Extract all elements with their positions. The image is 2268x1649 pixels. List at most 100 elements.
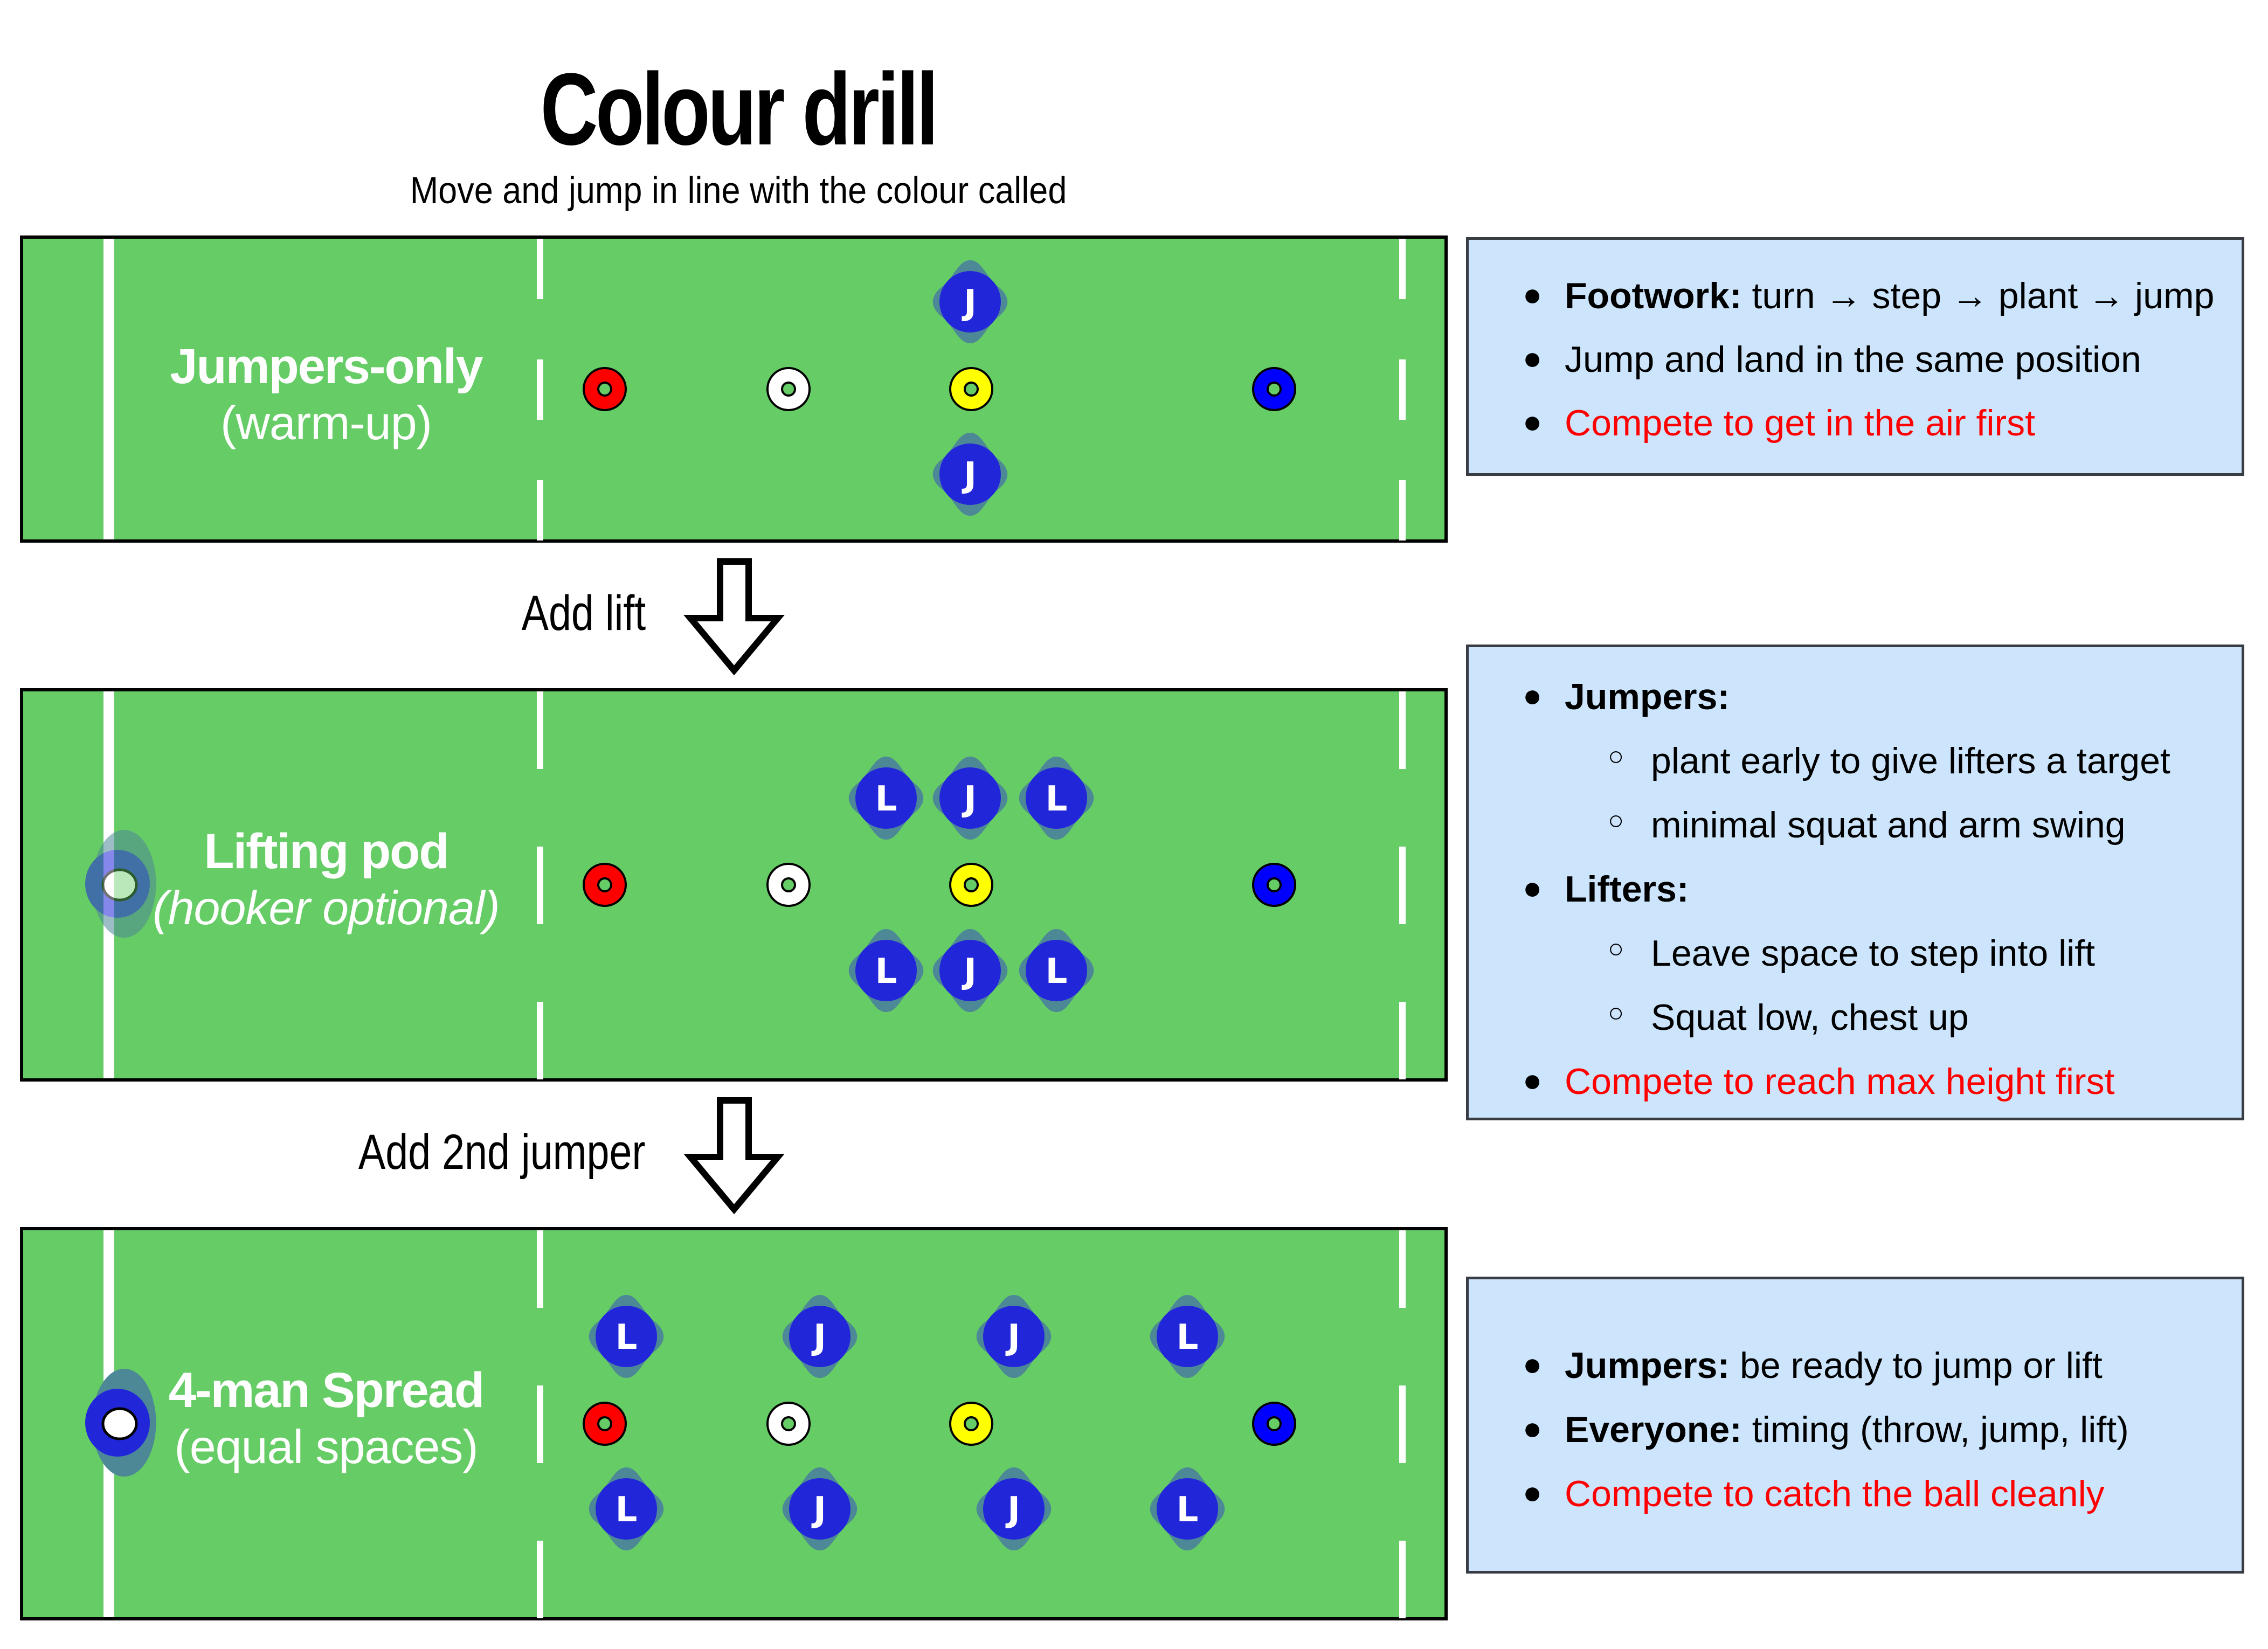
bullet-icon: ● [1523,340,1543,376]
white-cone [766,863,811,907]
stage-1-label: Jumpers-only (warm-up) [102,338,550,450]
try-line [103,239,114,539]
player-body [939,940,1001,1001]
jumper-player: J [782,1467,858,1550]
player-role-letter: L [616,1490,638,1530]
note-challenge-text: Compete to catch the ball cleanly [1565,1473,2105,1514]
optional-hooker [85,830,156,938]
bullet-icon: ● [1523,1346,1543,1382]
dash [1399,239,1406,299]
note-challenge-text: Compete to reach max height first [1565,1061,2115,1102]
lifter-player: L [848,757,924,840]
note-item: ●Jumpers: be ready to jump or lift [1523,1345,2242,1386]
bullet-icon: ● [1523,276,1543,313]
cone-hole [781,382,796,397]
fifteen-metre-line [1399,1230,1406,1618]
transition-2-text: Add 2nd jumper [358,1125,646,1180]
player-body [1157,1478,1218,1540]
player-body [1157,1306,1218,1367]
bullet-icon: ● [1523,1410,1543,1446]
note-text: Jump and land in the same position [1565,339,2141,380]
stage-1-notes: ●Footwork: turn → step → plant → jump●Ju… [1466,237,2244,476]
bullet-icon: ● [1523,1474,1543,1511]
stage-1-field: JJ [20,235,1448,543]
jumper-player: J [932,757,1008,840]
note-item: ● Compete to get in the air first [1523,403,2242,444]
blue-cone [1252,367,1296,411]
hollow-bullet-icon: ○ [1608,805,1624,835]
note-heading: Lifters: [1565,869,1689,910]
yellow-cone [949,1402,993,1446]
stage-3-notes: ●Jumpers: be ready to jump or lift●Every… [1466,1277,2244,1574]
blue-cone [1252,1402,1296,1446]
note-heading: Jumpers: [1565,1345,1730,1386]
note-item: ● Jump and land in the same position [1523,339,2242,380]
note-item: ●Footwork: turn → step → plant → jump [1523,275,2242,316]
player-body [983,1478,1045,1540]
note-challenge-text: Compete to get in the air first [1565,403,2036,444]
transition-1-label: Add lift [494,588,646,638]
stage-2-subtitle: (hooker optional) [153,881,500,934]
jumper-player: J [976,1467,1052,1550]
cone-hole [964,1416,979,1431]
player-role-letter: L [1046,779,1068,819]
hollow-bullet-icon: ○ [1608,997,1624,1028]
stage-1-notes-list: ●Footwork: turn → step → plant → jump●Ju… [1523,275,2242,444]
fifteen-metre-line [1399,691,1406,1079]
hooker [85,1369,156,1477]
dash [537,1385,543,1463]
note-text: plant early to give lifters a target [1651,740,2170,781]
stage-3-label: 4-man Spread (equal spaces) [102,1362,550,1474]
stage-1-subtitle: (warm-up) [220,396,432,449]
down-arrow-icon [683,558,785,676]
jumper-player: J [932,260,1008,343]
yellow-cone [949,367,993,411]
note-heading: Jumpers: [1565,676,1730,717]
lifter-player: L [589,1295,664,1378]
ball-icon [101,1407,138,1440]
player-role-letter: J [962,283,977,323]
player-role-letter: L [616,1318,638,1357]
note-item: ● Lifters: [1523,869,2242,910]
cone-hole [1267,1416,1282,1431]
note-heading: Footwork: [1565,275,1742,316]
player-role-letter: J [962,779,977,819]
cone-hole [781,1416,796,1431]
fifteen-metre-line [1399,239,1406,541]
dash [537,1230,543,1308]
bullet-icon: ● [1523,677,1543,713]
bullet-icon: ● [1523,870,1543,906]
five-metre-line [537,239,543,541]
dash [537,847,543,924]
pitch [20,1227,1448,1620]
page-subtitle: Move and jump in line with the colour ca… [0,171,1477,209]
dash [537,691,543,769]
note-text: minimal squat and arm swing [1651,805,2126,846]
bullet-icon: ● [1523,404,1543,440]
jumper-player: J [782,1295,858,1378]
jumper-player: J [976,1295,1052,1378]
cone-hole [781,877,796,892]
dash [1399,1230,1406,1308]
stage-3-notes-list: ●Jumpers: be ready to jump or lift●Every… [1523,1345,2242,1514]
lifter-player: L [1150,1295,1225,1378]
red-cone [583,367,627,411]
white-cone [766,1402,811,1446]
cone-hole [964,877,979,892]
player-body [939,271,1001,332]
player-body [789,1306,850,1367]
lifter-player: L [1019,757,1094,840]
note-text: timing (throw, jump, lift) [1741,1409,2129,1450]
player-role-letter: J [962,455,977,495]
dash [537,480,543,541]
note-subitem: ○plant early to give lifters a target [1608,740,2242,781]
jumper-player: J [932,929,1008,1012]
stage-2-notes-list: ●Jumpers:○plant early to give lifters a … [1523,676,2242,1102]
note-item: ● Compete to catch the ball cleanly [1523,1473,2242,1514]
cone-hole [597,877,612,892]
dash [1399,480,1406,541]
five-metre-line [537,691,543,1079]
player-role-letter: J [1005,1490,1020,1530]
note-subitem: ○Leave space to step into lift [1608,935,2242,972]
